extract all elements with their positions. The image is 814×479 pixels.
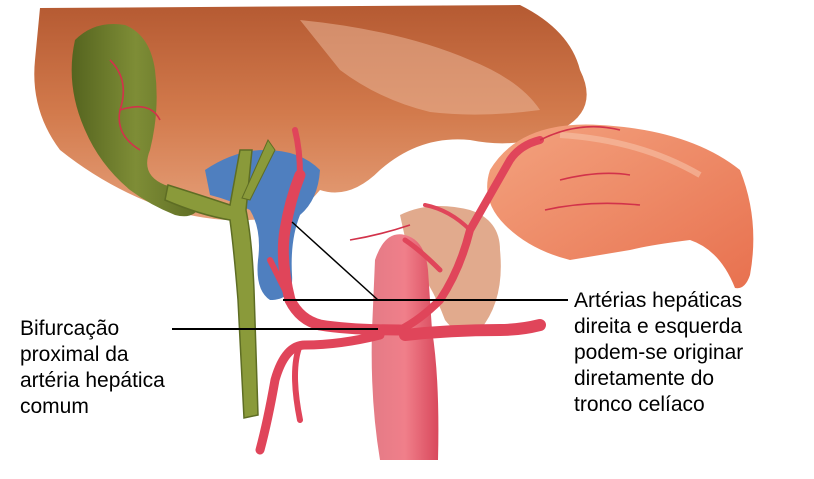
label-hepatic-line-4: diretamente do [574,366,743,392]
label-bifurcation-line-1: Bifurcação [20,316,165,342]
label-hepatic-arteries: Artérias hepáticas direita e esquerda po… [574,288,743,418]
label-hepatic-line-5: tronco celíaco [574,392,743,418]
label-hepatic-line-2: direita e esquerda [574,314,743,340]
label-bifurcation-line-4: comum [20,394,165,420]
label-bifurcation-line-3: artéria hepática [20,368,165,394]
label-bifurcation: Bifurcação proximal da artéria hepática … [20,316,165,420]
leader-line-right-diagonal [292,222,378,300]
label-hepatic-line-1: Artérias hepáticas [574,288,743,314]
label-bifurcation-line-2: proximal da [20,342,165,368]
leader-lines [172,222,568,329]
label-hepatic-line-3: podem-se originar [574,340,743,366]
